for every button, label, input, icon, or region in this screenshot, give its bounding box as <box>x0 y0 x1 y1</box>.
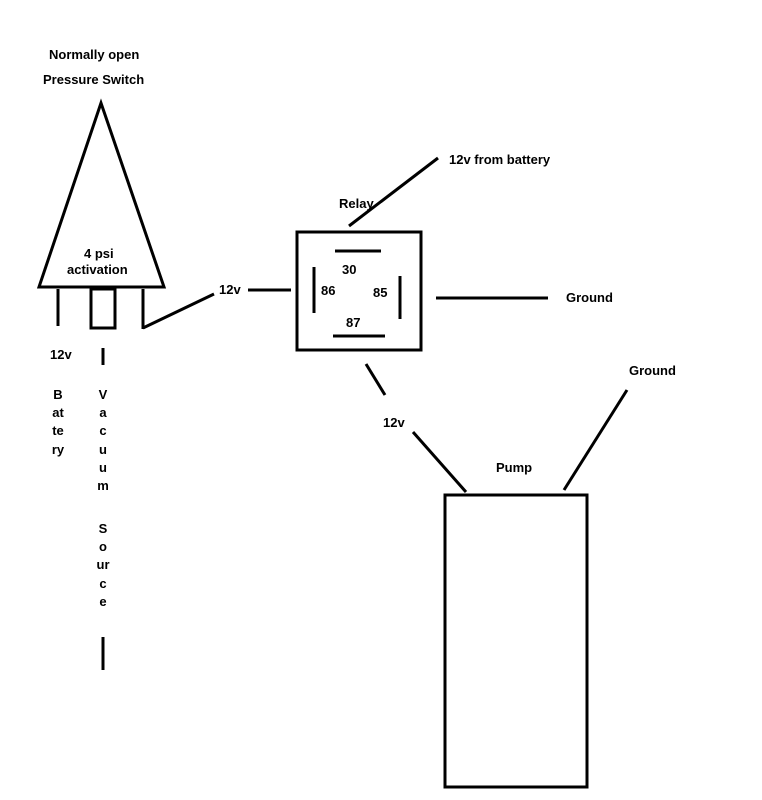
wire-relay-to-pump-lower <box>411 431 468 493</box>
relay-pin-87: 87 <box>346 315 361 330</box>
vacuum-vertical-label: Vacuum <box>97 387 109 494</box>
switch-title-line1: Normally open <box>49 47 140 62</box>
pump-ground-label: Ground <box>629 363 676 378</box>
pressure-switch-body <box>36 98 167 289</box>
pump-feed-label: 12v <box>383 415 405 430</box>
switch-activation-line1: 4 psi <box>84 246 114 261</box>
switch-title-line2: Pressure Switch <box>43 72 145 87</box>
wire-relay-to-pump-upper <box>364 363 387 396</box>
pump-box <box>443 493 589 789</box>
wire-switch-to-relay <box>142 292 215 330</box>
wire-pump-ground <box>562 389 629 491</box>
source-vertical-label: Source <box>96 521 110 609</box>
pump-title: Pump <box>496 460 533 475</box>
relay-ground-label: Ground <box>566 290 613 305</box>
relay-pin-30: 30 <box>342 262 357 277</box>
relay-input-label: 12v <box>219 282 241 297</box>
relay-pin-86: 86 <box>321 283 336 298</box>
relay-battery-label: 12v from battery <box>449 152 551 167</box>
switch-activation-line2: activation <box>67 262 128 277</box>
relay-title: Relay <box>339 196 374 211</box>
wire-battery-to-relay <box>348 156 439 228</box>
switch-terminal-middle <box>89 287 117 330</box>
battery-vertical-label: Battery <box>51 387 65 457</box>
relay-pin-85: 85 <box>373 285 388 300</box>
relay-box <box>295 230 423 352</box>
switch-left-terminal-label: 12v <box>50 347 72 362</box>
